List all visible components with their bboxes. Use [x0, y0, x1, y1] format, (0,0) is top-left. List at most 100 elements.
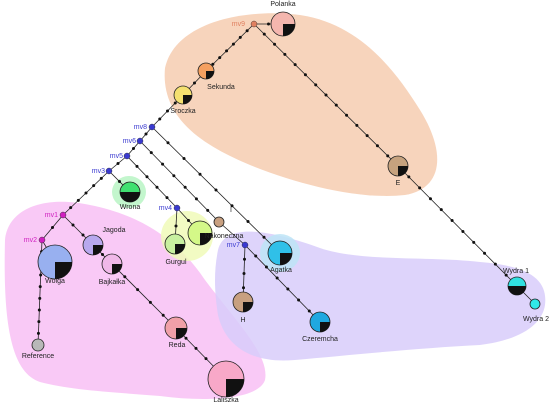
- mutation-dot: [206, 208, 210, 212]
- mutation-dot: [461, 229, 465, 233]
- mutation-dot: [198, 172, 202, 176]
- haplotype-node-sekunda: Sekunda: [197, 62, 235, 91]
- mutation-dot: [76, 198, 80, 202]
- haplotype-node-wolga: Wolga: [37, 244, 73, 285]
- mutation-dot: [283, 52, 287, 56]
- median-vector-label: mv1: [45, 212, 58, 219]
- haplotype-wedge: [226, 379, 244, 397]
- cluster-regions: [4, 13, 546, 399]
- mutation-dot: [264, 265, 268, 269]
- haplotype-node-laliszka: Laliszka: [207, 360, 245, 404]
- mutation-dot: [267, 22, 270, 26]
- haplotype-wedge: [280, 253, 292, 265]
- mutation-dot: [182, 157, 186, 160]
- haplotype-wedge: [283, 24, 295, 36]
- mutation-dot: [418, 186, 422, 190]
- haplotype-label: Nakoneczna: [205, 233, 244, 240]
- haplotype-label: H: [240, 317, 245, 324]
- mutation-dot: [334, 103, 338, 107]
- mutation-dot: [262, 32, 266, 36]
- mutation-dot: [307, 309, 311, 313]
- mutation-dot: [172, 174, 176, 178]
- mutation-dot: [286, 287, 290, 291]
- haplotype-label: Polanka: [270, 1, 295, 8]
- mutation-dot: [303, 73, 307, 77]
- mutation-dot: [81, 233, 85, 237]
- mutation-dot: [214, 188, 218, 192]
- mutation-dot: [187, 219, 190, 222]
- haplotype-node-polanka: Polanka: [270, 1, 296, 37]
- haplotype-node-e: E: [387, 155, 409, 187]
- haplotype-node-nakoneczna: Nakoneczna: [187, 220, 244, 246]
- haplotype-label: Sroczka: [170, 108, 195, 115]
- mutation-dot: [297, 298, 301, 302]
- haplotype-node-jagoda: Jagoda: [82, 227, 126, 256]
- median-vector-mv7: mv7: [227, 241, 249, 249]
- median-vector-mv8: mv8: [134, 123, 156, 131]
- mutation-dot: [293, 63, 297, 67]
- median-vector-label: mv6: [123, 138, 136, 145]
- haplotype-label: Gurgul: [165, 259, 186, 266]
- mutation-dot: [173, 101, 177, 105]
- haplotype-wedge: [243, 302, 253, 312]
- haplotype-label: I: [230, 207, 232, 214]
- mutation-dot: [174, 224, 178, 228]
- median-vector-dot: [241, 241, 249, 249]
- haplotype-node-gurgul: Gurgul: [164, 233, 187, 266]
- mutation-dot: [450, 219, 454, 223]
- mutation-dot: [243, 257, 246, 261]
- median-vector-dot: [59, 211, 67, 219]
- haplotype-node-wydra2: Wydra 2: [523, 298, 549, 323]
- haplotype-label: Laliszka: [213, 397, 238, 404]
- haplotype-node-reda: Reda: [164, 316, 188, 349]
- mutation-dot: [118, 180, 121, 183]
- mutation-dot: [132, 147, 135, 150]
- median-vector-dot: [38, 236, 46, 244]
- mutation-dot: [324, 93, 328, 97]
- haplotype-node-i: I: [213, 207, 232, 228]
- mutation-dot: [101, 253, 104, 256]
- mutation-dot: [149, 151, 153, 155]
- median-vector-dot: [136, 137, 144, 145]
- mutation-dot: [38, 296, 42, 300]
- haplotype-node-wydra1: Wydra 1: [503, 268, 529, 296]
- median-vector-mv2: mv2: [24, 236, 46, 244]
- haplotype-label: Wrona: [120, 204, 141, 211]
- median-vector-mv1: mv1: [45, 211, 67, 219]
- mutation-dot: [355, 123, 359, 127]
- mutation-dot: [230, 204, 234, 208]
- mutation-dot: [116, 162, 120, 165]
- haplotype-wedge: [176, 328, 187, 339]
- mutation-dot: [184, 336, 188, 340]
- haplotype-wedge: [93, 245, 103, 255]
- mutation-dot: [39, 273, 43, 277]
- mutation-dot: [194, 197, 198, 201]
- haplotype-label: Czeremcha: [302, 336, 338, 343]
- haplotype-label: Wolga: [45, 278, 65, 285]
- haplotype-wedge: [398, 166, 408, 176]
- link-mv7-Czeremcha: [244, 244, 321, 323]
- link-mv6-I: [139, 140, 220, 223]
- mutation-dot: [314, 83, 318, 87]
- haplotype-label: Bajkałka: [99, 279, 126, 286]
- haplotype-wedge: [120, 192, 140, 202]
- haplotype-wedge: [112, 264, 122, 274]
- haplotype-circle: [529, 298, 541, 310]
- mutation-dot: [36, 331, 40, 335]
- haplotype-node-bajkalka: Bajkałka: [99, 253, 126, 286]
- mutation-dot: [92, 184, 96, 188]
- median-vector-label: mv9: [232, 21, 245, 28]
- mutation-dot: [218, 56, 222, 60]
- mutation-dot: [238, 35, 242, 39]
- haplotype-node-wrona: Wrona: [119, 181, 141, 211]
- haplotype-label: Jagoda: [103, 227, 126, 234]
- mutation-dot: [158, 117, 162, 121]
- haplotype-wedge: [320, 322, 330, 332]
- median-vector-label: mv3: [92, 168, 105, 175]
- haplotype-wedge: [206, 71, 214, 79]
- median-vector-label: mv8: [134, 124, 147, 131]
- median-vector-label: mv2: [24, 237, 37, 244]
- haplotype-label: Agatka: [270, 267, 292, 274]
- median-vector-dot: [105, 167, 113, 175]
- median-vector-mv6: mv6: [123, 137, 144, 145]
